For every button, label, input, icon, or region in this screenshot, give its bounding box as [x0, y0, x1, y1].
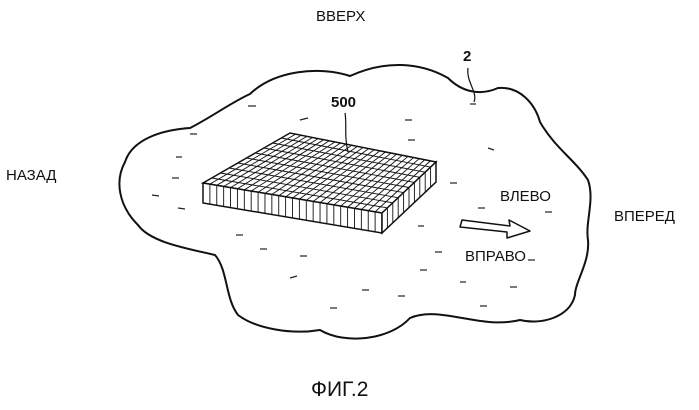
- array-block: [203, 133, 436, 233]
- leader-2: [468, 68, 475, 102]
- label-left: ВЛЕВО: [500, 188, 551, 205]
- figure-caption: ФИГ.2: [311, 378, 368, 402]
- label-up: ВВЕРХ: [316, 8, 365, 25]
- ref-surface: 2: [463, 48, 471, 65]
- label-back: НАЗАД: [6, 167, 56, 184]
- direction-arrow-icon: [460, 220, 530, 238]
- label-right: ВПРАВО: [465, 248, 526, 265]
- label-forward: ВПЕРЕД: [614, 208, 675, 225]
- ref-array: 500: [331, 94, 356, 111]
